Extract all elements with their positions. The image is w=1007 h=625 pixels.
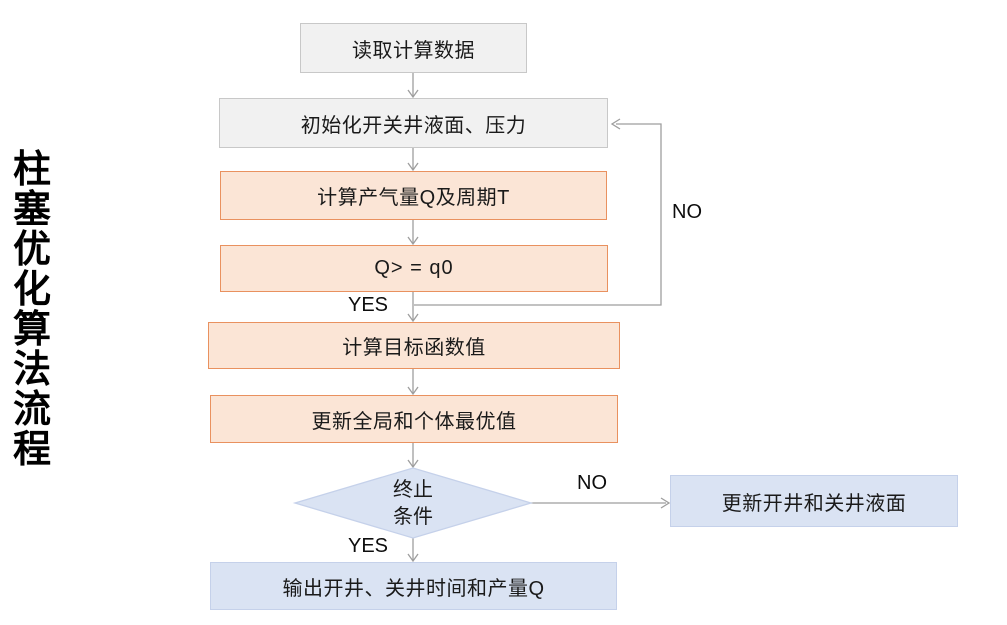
arrowhead-down-icon [407, 89, 419, 99]
arrowhead-left-icon [610, 118, 621, 130]
node-update-well-levels: 更新开井和关井液面 [670, 475, 958, 527]
arrowhead-down-icon [407, 553, 419, 563]
branch-label-q-yes: YES [348, 294, 389, 316]
node-read-data: 读取计算数据 [300, 23, 527, 73]
node-init-levels: 初始化开关井液面、压力 [219, 98, 608, 148]
node-check-q: Q> = q0 [220, 245, 608, 292]
arrowhead-down-icon [407, 313, 419, 323]
connector-no-loop [414, 123, 662, 306]
diagram-title: 柱塞优化算法流程 [12, 149, 51, 471]
node-output-results: 输出开井、关井时间和产量Q [210, 562, 617, 610]
node-update-best: 更新全局和个体最优值 [210, 395, 618, 443]
branch-label-end-no: NO [577, 472, 607, 494]
arrowhead-down-icon [407, 162, 419, 172]
node-terminate-check-label: 终止 条件 [393, 479, 433, 528]
node-calc-gas: 计算产气量Q及周期T [220, 171, 607, 220]
arrowhead-right-icon [660, 497, 671, 509]
node-calc-objective: 计算目标函数值 [208, 322, 620, 369]
arrowhead-down-icon [407, 236, 419, 246]
decision-diamond-shape [292, 467, 534, 539]
arrowhead-down-icon [407, 386, 419, 396]
branch-label-q-no: NO [672, 201, 702, 223]
arrowhead-down-icon [407, 459, 419, 469]
branch-label-end-yes: YES [348, 535, 389, 557]
